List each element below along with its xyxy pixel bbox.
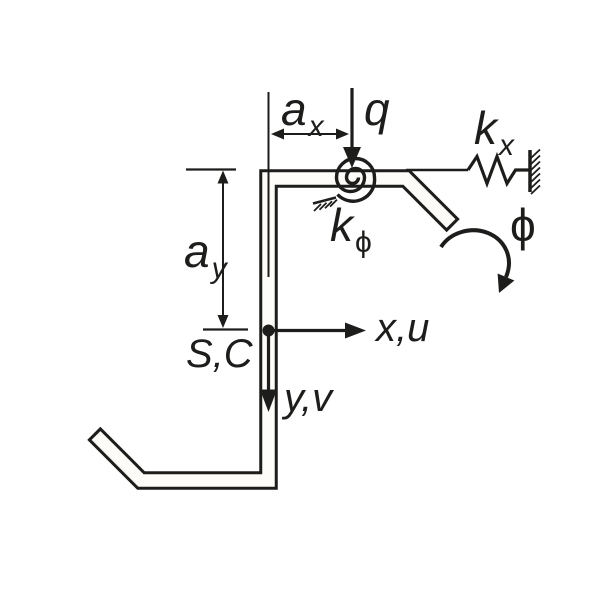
label-load-q: q — [364, 83, 390, 135]
wall-hatch-icon — [528, 148, 541, 195]
ground-hatch-icon — [312, 196, 338, 212]
load-q-arrowhead — [343, 147, 361, 168]
label-shear-center: S,C — [186, 332, 253, 376]
dim-ay-arrowhead-top — [217, 170, 229, 184]
label-dim-ax: ax — [281, 83, 324, 144]
rotational-spring-icon — [334, 156, 377, 203]
dim-ay-arrowhead-bottom — [217, 315, 229, 328]
label-rotation-phi: ϕ — [510, 199, 536, 251]
spring-kx-icon — [466, 151, 529, 189]
label-dim-ay: ay — [184, 225, 227, 286]
dim-ax-arrowhead-right — [336, 128, 349, 140]
label-x-axis: x,u — [376, 306, 430, 350]
dim-ax-arrowhead-left — [271, 128, 284, 140]
diagram-lines — [186, 88, 541, 392]
x-axis-arrowhead — [345, 322, 366, 339]
y-axis-arrowhead — [260, 389, 277, 412]
label-spring-kphi: kϕ — [330, 199, 372, 260]
arrowheads — [217, 128, 515, 412]
phi-rotation-arc — [439, 228, 511, 278]
phi-rotation-arrowhead — [497, 273, 515, 293]
shear-center-dot — [262, 324, 275, 337]
label-spring-kx: kx — [474, 102, 514, 163]
label-y-axis: y,v — [284, 376, 333, 420]
